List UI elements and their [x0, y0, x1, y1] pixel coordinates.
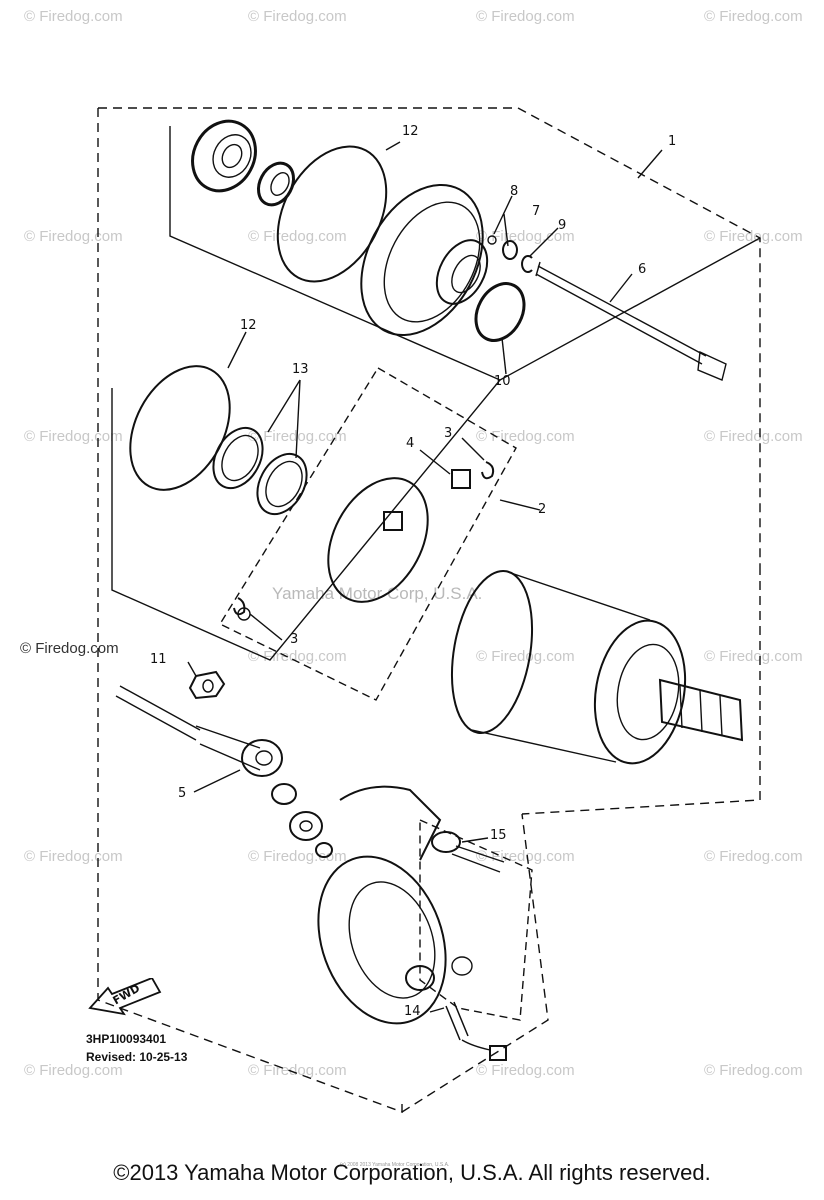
callout-1: 1: [668, 134, 677, 149]
watermark: © Firedog.com: [24, 8, 123, 25]
callout-10: 10: [494, 374, 511, 389]
watermark: © Firedog.com: [704, 8, 803, 25]
copyright-footer: ©2013 Yamaha Motor Corporation, U.S.A. A…: [113, 1160, 711, 1185]
watermark: © Firedog.com: [704, 428, 803, 445]
watermark: © Firedog.com: [248, 1062, 347, 1079]
callout-15: 15: [490, 828, 507, 843]
watermark: © Firedog.com: [248, 848, 347, 865]
callout-3: 3: [290, 632, 299, 647]
part-code: 3HP1I0093401: [86, 1032, 167, 1046]
watermark: © Firedog.com: [248, 228, 347, 245]
watermark: © Firedog.com: [476, 648, 575, 665]
callout-8: 8: [510, 184, 519, 199]
watermark: © Firedog.com: [24, 1062, 123, 1079]
callout-14: 14: [404, 1004, 421, 1019]
watermark: © Firedog.com: [704, 648, 803, 665]
callout-6: 6: [638, 262, 647, 277]
callout-11: 11: [150, 652, 167, 667]
callout-4: 4: [406, 436, 415, 451]
center-watermark: Yamaha Motor Corp, U.S.A.: [272, 584, 483, 603]
callout-7: 7: [532, 204, 541, 219]
callout-12: 12: [402, 124, 419, 139]
watermark: © Firedog.com: [476, 8, 575, 25]
watermark: © Firedog.com: [248, 8, 347, 25]
callout-3: 3: [444, 426, 453, 441]
watermark: © Firedog.com: [704, 228, 803, 245]
revised-date: Revised: 10-25-13: [86, 1050, 188, 1064]
callout-13: 13: [292, 362, 309, 377]
callout-2: 2: [538, 502, 547, 517]
watermark: © Firedog.com: [248, 648, 347, 665]
watermark: © Firedog.com: [704, 848, 803, 865]
callout-5: 5: [178, 786, 187, 801]
callout-9: 9: [558, 218, 567, 233]
callout-12: 12: [240, 318, 257, 333]
forward-arrow-icon: [88, 978, 162, 1016]
watermark: © Firedog.com: [20, 640, 119, 657]
watermark: © Firedog.com: [476, 228, 575, 245]
watermark: © Firedog.com: [476, 428, 575, 445]
tiny-footer: (c) 2008 2013 Yamaha Motor Corporation, …: [340, 1162, 450, 1168]
watermark: © Firedog.com: [476, 1062, 575, 1079]
watermark: © Firedog.com: [704, 1062, 803, 1079]
